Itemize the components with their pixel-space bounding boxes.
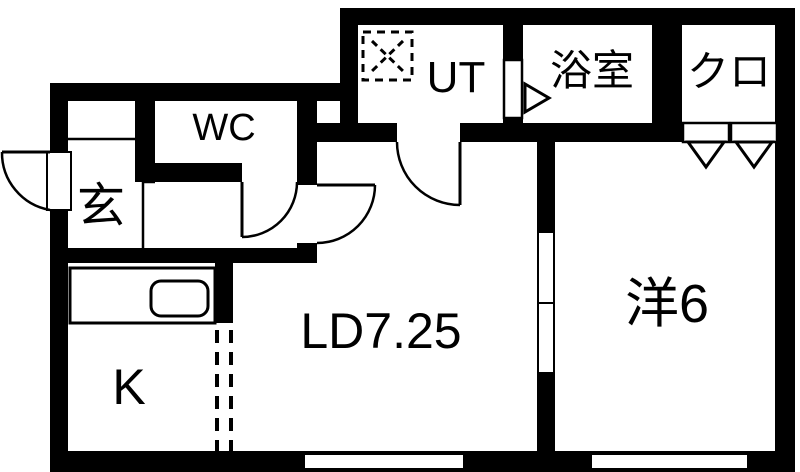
closet-door-swing-triangle-left bbox=[685, 140, 727, 170]
wall-ld-western-lower bbox=[537, 373, 555, 451]
wall-hall-top-a bbox=[297, 123, 397, 142]
label-entrance: 玄 bbox=[77, 180, 125, 233]
wall-top-strip bbox=[340, 8, 795, 25]
closet-door-panel-left bbox=[681, 121, 731, 144]
wall-bath-closet bbox=[652, 25, 682, 142]
wall-left-lower bbox=[50, 210, 68, 472]
wc-door-swing-arc bbox=[241, 181, 299, 239]
closet-door-swing-triangle-right bbox=[733, 140, 775, 170]
hall-ld-door-swing-arc bbox=[316, 184, 377, 245]
label-utility: UT bbox=[427, 53, 486, 102]
wall-wc-left bbox=[135, 100, 155, 182]
wall-left-upper bbox=[50, 83, 68, 153]
wall-outer-top-left bbox=[50, 83, 358, 101]
wall-wc-bottom bbox=[155, 163, 242, 182]
window-living-dining bbox=[305, 455, 463, 468]
wall-strip-left bbox=[340, 8, 358, 142]
wall-ld-western-upper bbox=[537, 142, 555, 232]
bathroom-door-panel bbox=[502, 58, 524, 120]
label-wc: WC bbox=[192, 107, 255, 149]
window-western-room bbox=[592, 455, 747, 468]
label-western-room: 洋6 bbox=[625, 274, 709, 334]
entrance-door-opening bbox=[46, 151, 72, 211]
wall-hall-top-b bbox=[460, 123, 683, 142]
washing-machine-symbol-box bbox=[361, 30, 414, 82]
bathroom-door-swing-triangle bbox=[523, 81, 552, 115]
label-living-dining: LD7.25 bbox=[300, 303, 461, 359]
wall-right bbox=[775, 8, 795, 472]
label-kitchen: K bbox=[112, 359, 145, 415]
entrance-door-swing-arc bbox=[0, 151, 51, 212]
wall-kitchen-divider-stub bbox=[215, 263, 233, 323]
kitchen-sink bbox=[149, 279, 210, 318]
ut-door-swing-arc bbox=[395, 141, 461, 207]
label-closet: クロ bbox=[687, 48, 771, 95]
wall-kitchen-top bbox=[62, 248, 317, 263]
washing-machine-symbol bbox=[361, 30, 414, 82]
label-bathroom: 浴室 bbox=[550, 47, 634, 94]
closet-door-panel-right bbox=[729, 121, 779, 144]
wall-hall-vertical-upper bbox=[297, 83, 317, 185]
